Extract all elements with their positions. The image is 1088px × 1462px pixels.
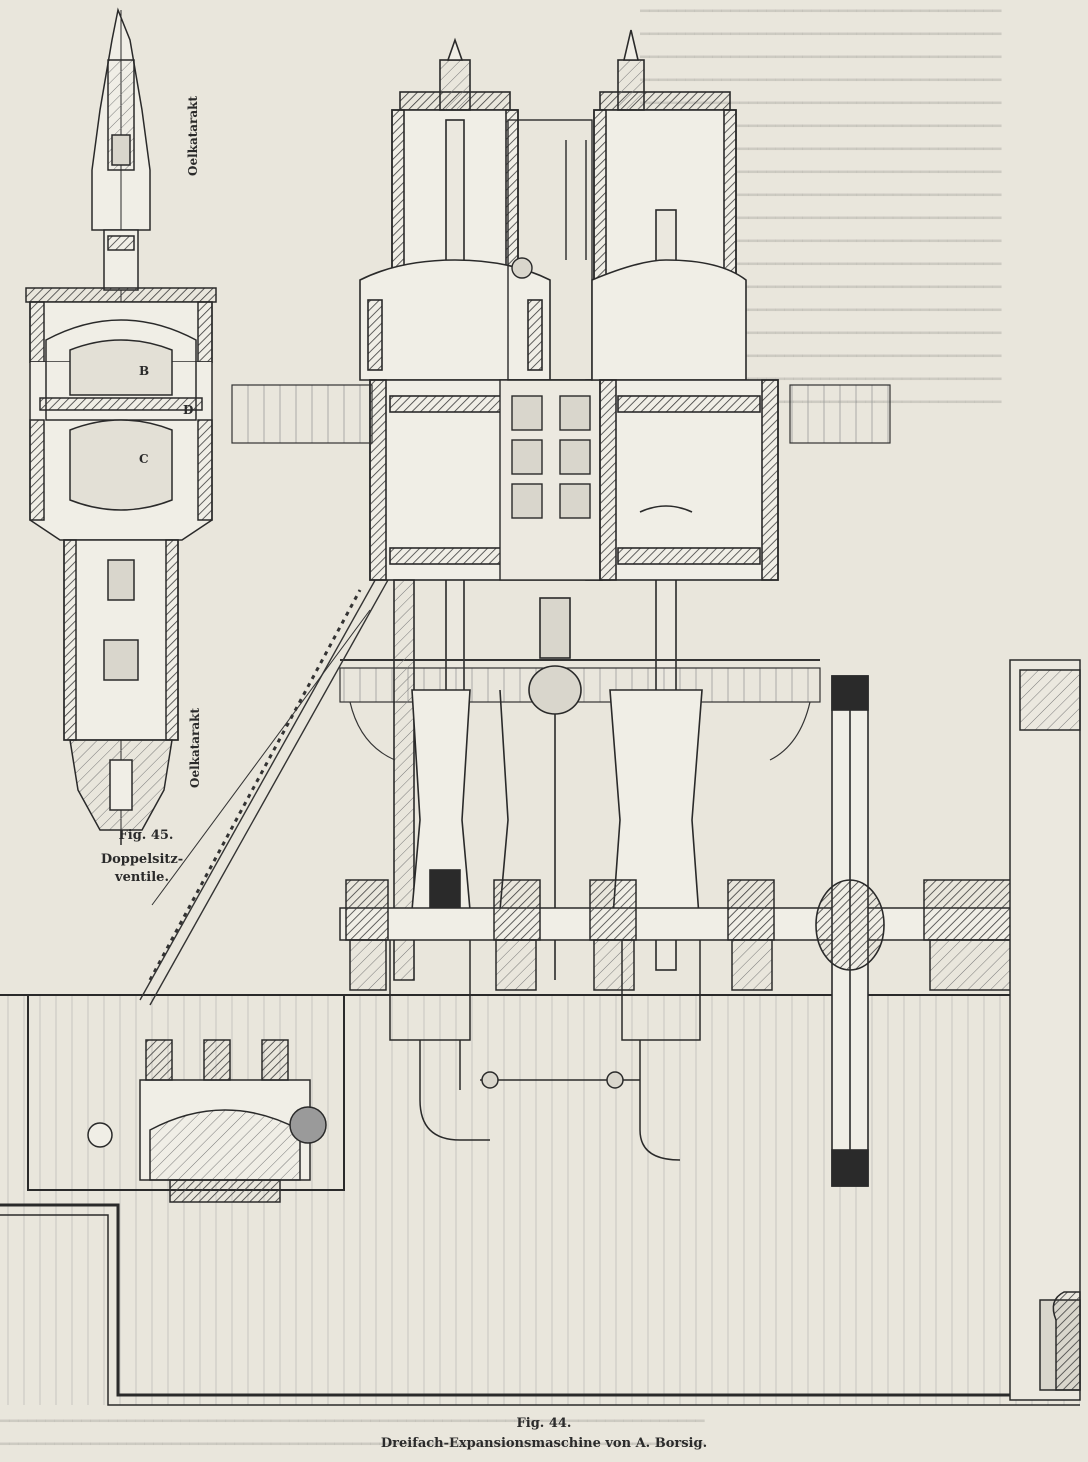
generator — [1009, 659, 1081, 1401]
fig44-number: Fig. 44. — [516, 1416, 572, 1431]
fig45-part-c: C — [139, 452, 149, 466]
staircase — [139, 499, 431, 1006]
bleed-through-text-bottom: ━━━━━━━━━━━━━━━━━━━━━━━━━━━━━━━━━━━━━━━━… — [0, 1412, 705, 1453]
air-pump — [87, 1039, 327, 1203]
fig44-caption: Dreifach-Expansionsmaschine von A. Borsi… — [380, 1436, 708, 1451]
fig45-title-line2: ventile. — [115, 870, 169, 885]
fig45-valve-drawing — [25, 7, 217, 845]
fig45-part-b: B — [139, 364, 150, 378]
middle-block — [499, 119, 611, 581]
flywheel — [815, 675, 885, 1187]
fig45-label-top: Oelkatarakt — [186, 95, 200, 176]
crankshaft — [339, 879, 1071, 1041]
fig45-label-bottom: Oelkatarakt — [188, 707, 202, 788]
fig45-part-d: D — [183, 403, 194, 417]
fig45-title-line1: Doppelsitz- — [100, 852, 184, 867]
piping — [419, 1040, 681, 1161]
fig45-number: Fig. 45. — [118, 828, 174, 843]
